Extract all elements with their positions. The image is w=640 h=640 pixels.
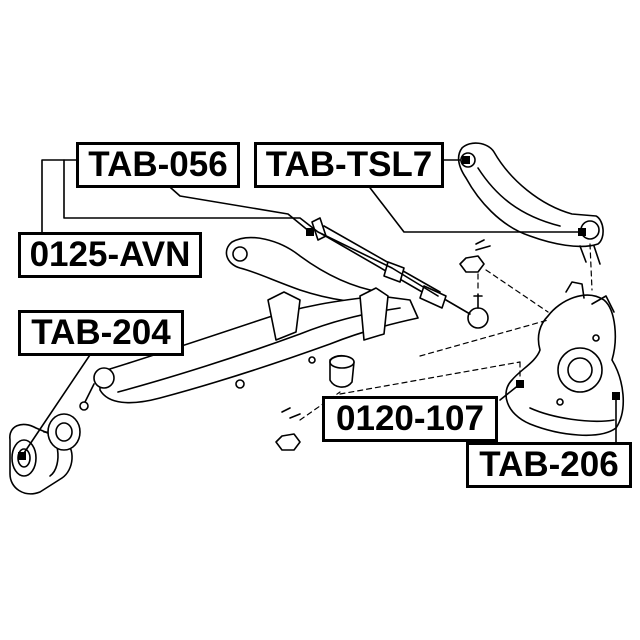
leader-lines (21, 159, 617, 457)
label-tab-206: TAB-206 (466, 442, 632, 488)
label-0125-avn: 0125-AVN (18, 232, 202, 278)
rear-knuckle (505, 281, 625, 437)
label-tab-056: TAB-056 (76, 142, 240, 188)
callout-markers (18, 156, 620, 460)
label-0120-107: 0120-107 (322, 396, 498, 442)
bushing-part (9, 413, 81, 495)
label-tab-tsl7: TAB-TSL7 (254, 142, 444, 188)
label-tab-204: TAB-204 (18, 310, 184, 356)
upper-control-arm (457, 142, 604, 265)
fasteners (275, 239, 491, 451)
lower-trailing-arm (79, 236, 419, 411)
